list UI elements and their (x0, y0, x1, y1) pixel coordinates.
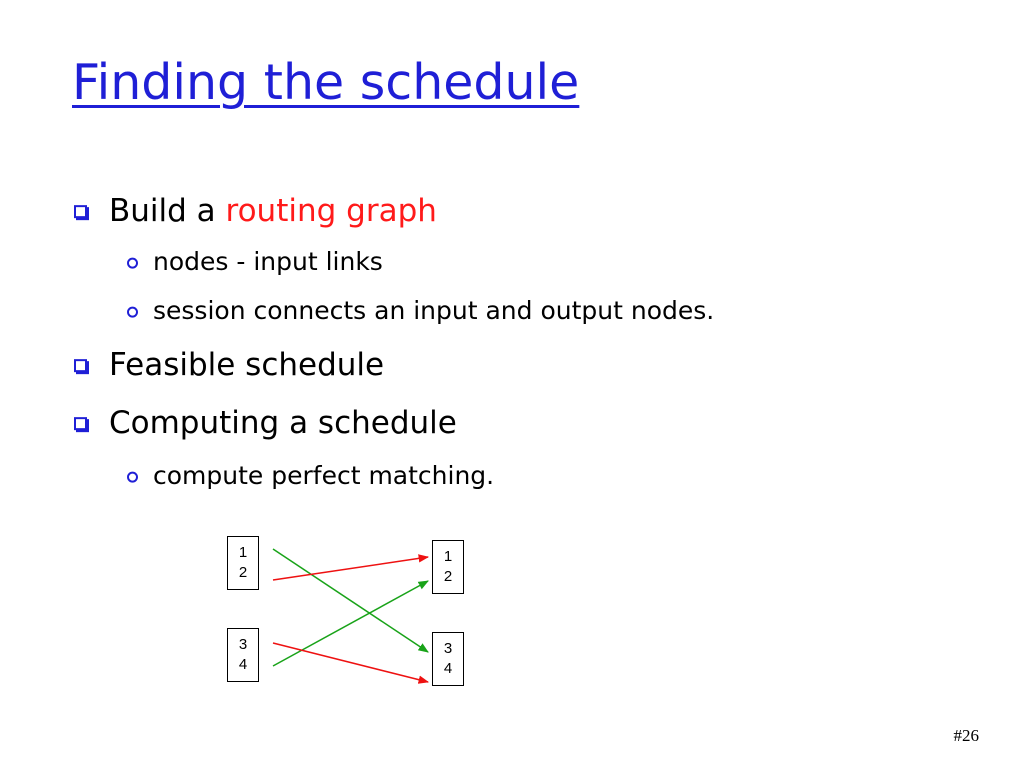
ring-bullet-icon (127, 471, 138, 483)
output-node-1-2: 1 2 (432, 540, 464, 594)
ring-bullet-icon (127, 257, 138, 269)
edge-1-2-to-1-2 (272, 554, 430, 581)
edge-1-2-to-3-4 (272, 548, 429, 653)
bullet-feasible-schedule: Feasible schedule (74, 345, 384, 385)
page-number: #26 (953, 726, 980, 745)
node-label: 2 (238, 564, 248, 581)
bullet-text: nodes - input links (153, 247, 383, 276)
node-label: 1 (443, 548, 453, 565)
output-node-3-4: 3 4 (432, 632, 464, 686)
sub-bullet-perfect-matching: compute perfect matching. (127, 459, 494, 493)
bullet-text: session connects an input and output nod… (153, 296, 715, 325)
bullet-text: Computing a schedule (109, 405, 457, 441)
input-node-3-4: 3 4 (227, 628, 259, 682)
square-bullet-icon (74, 359, 87, 373)
bullet-computing-schedule: Computing a schedule (74, 403, 457, 443)
node-label: 2 (443, 568, 453, 585)
bullet-text: compute perfect matching. (153, 461, 495, 490)
ring-bullet-icon (127, 306, 138, 318)
square-bullet-icon (74, 205, 87, 219)
edge-3-4-to-3-4 (272, 642, 430, 684)
node-label: 4 (443, 660, 453, 677)
sub-bullet-session: session connects an input and output nod… (127, 294, 714, 328)
bullet-text: Build a (109, 193, 226, 229)
highlight-term: routing graph (225, 193, 437, 229)
slide-title: Finding the schedule (72, 54, 580, 111)
bullet-text: Feasible schedule (109, 347, 385, 383)
node-label: 3 (238, 636, 248, 653)
square-bullet-icon (74, 417, 87, 431)
node-label: 4 (238, 656, 248, 673)
sub-bullet-nodes: nodes - input links (127, 245, 383, 279)
node-label: 3 (443, 640, 453, 657)
bullet-build-routing-graph: Build a routing graph (74, 191, 437, 231)
edge-3-4-to-1-2 (272, 580, 429, 667)
input-node-1-2: 1 2 (227, 536, 259, 590)
node-label: 1 (238, 544, 248, 561)
